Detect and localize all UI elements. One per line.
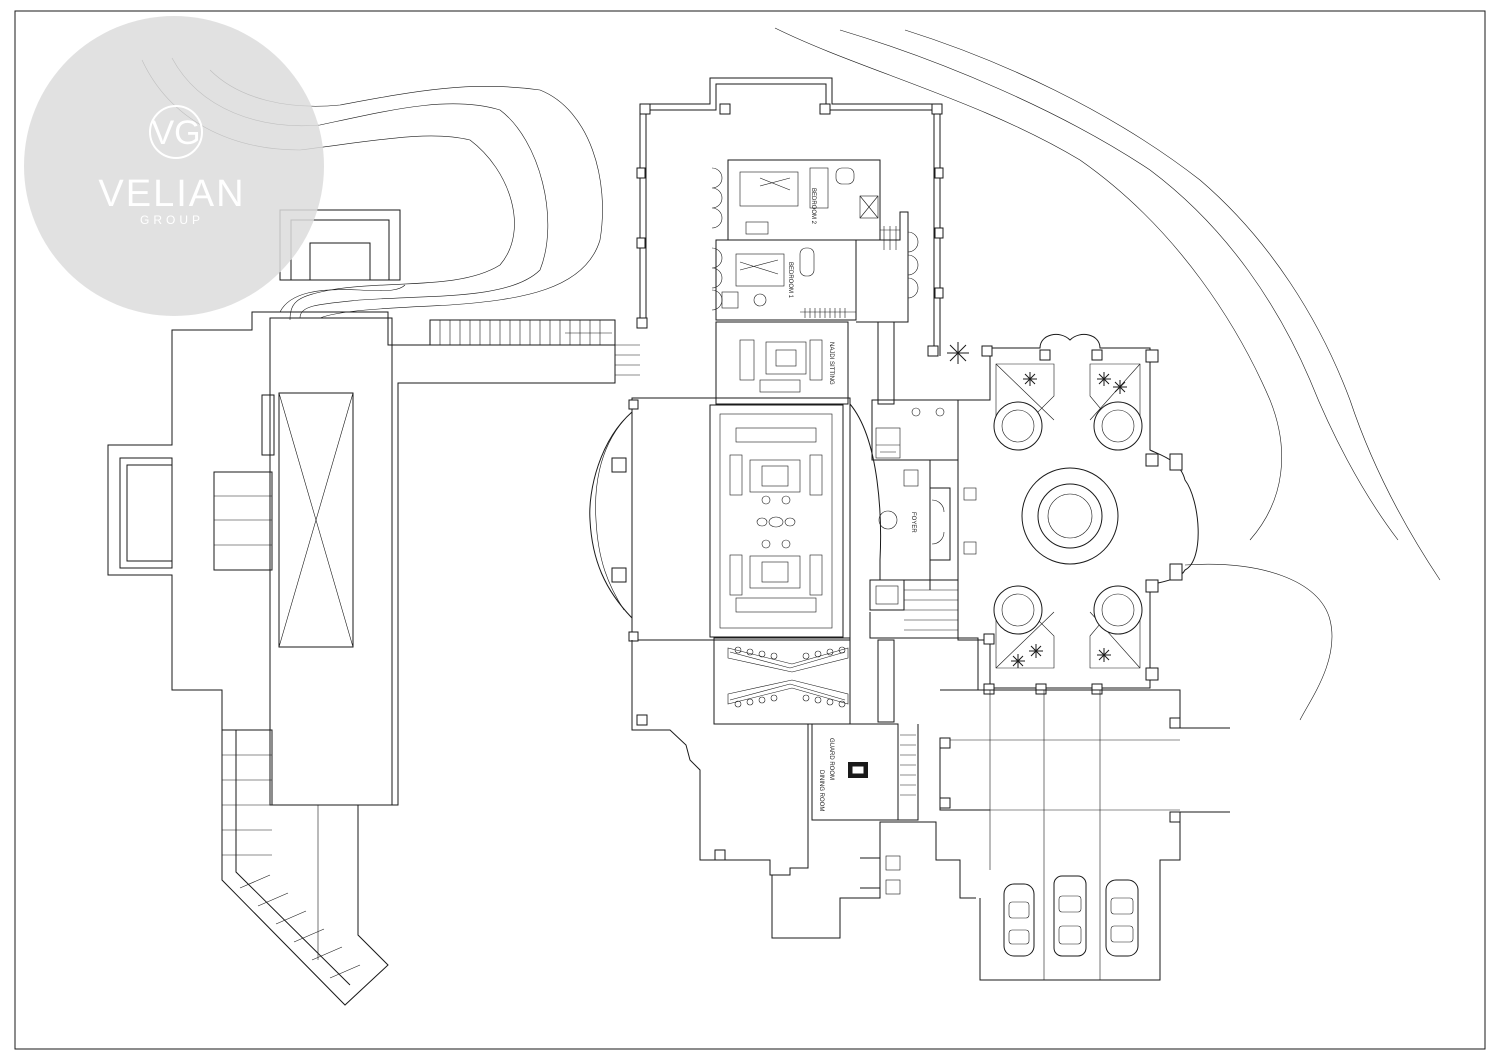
dining-block (631, 637, 895, 876)
car-3 (1105, 879, 1139, 957)
label-najdi-sitting: NAJDI SITTING (828, 342, 834, 385)
palm-markers (947, 342, 1127, 668)
brand-name: VELIAN (98, 173, 245, 215)
north-pavilion (636, 77, 944, 356)
car-1 (1003, 883, 1035, 957)
foyer-area: FOYER (849, 399, 979, 690)
label-bedroom-1: BEDROOM 1 (787, 262, 793, 299)
stair-north (429, 319, 616, 346)
west-wing (107, 209, 640, 1006)
vg-monogram-logo: VG (149, 105, 203, 159)
sheet-border (14, 10, 1486, 1050)
central-hall (589, 397, 851, 642)
bedroom-block: BEDROOM 2 BEDROOM 1 (711, 159, 919, 323)
parking-area (939, 689, 1230, 981)
forecourt (927, 333, 1199, 695)
stair-southwest (221, 730, 389, 1006)
label-dining-room: DINING ROOM (818, 770, 824, 811)
brand-sub: GROUP (140, 213, 204, 227)
entry-block: DINING ROOM GUARD ROOM (771, 723, 976, 939)
badge-circle (24, 16, 324, 316)
car-2 (1053, 875, 1087, 957)
brand-badge: VG VELIAN GROUP (24, 16, 324, 316)
logo-monogram: VG (151, 114, 200, 152)
label-bedroom-2: BEDROOM 2 (810, 188, 816, 225)
najdi-sitting-room: NAJDI SITTING (715, 321, 895, 405)
label-guard-room: GUARD ROOM (828, 738, 834, 780)
label-foyer: FOYER (910, 512, 916, 533)
